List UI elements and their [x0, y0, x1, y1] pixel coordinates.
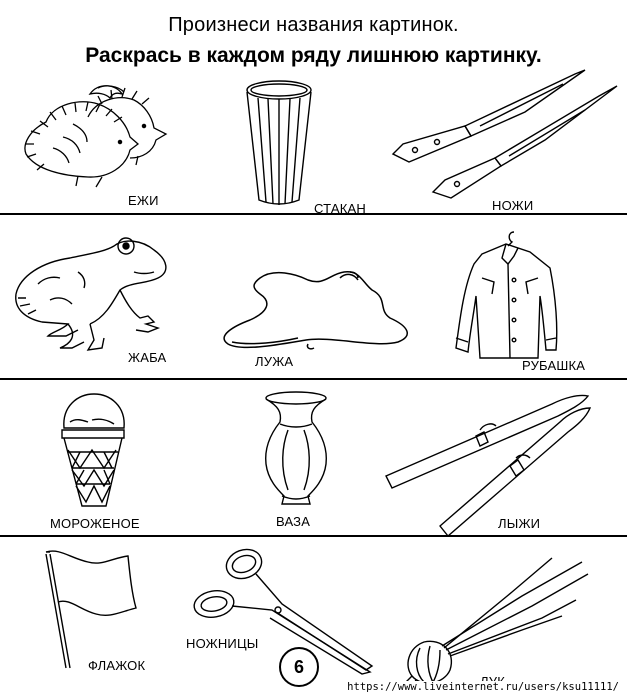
puddle-icon	[212, 264, 417, 354]
flag-icon	[40, 548, 144, 670]
toad-icon	[8, 232, 178, 360]
item-label-shirt: РУБАШКА	[522, 358, 586, 373]
item-label-vase: ВАЗА	[276, 514, 311, 529]
ice-cream-icon	[58, 392, 130, 510]
row-divider-1	[0, 213, 627, 215]
item-label-skis: ЛЫЖИ	[498, 516, 541, 531]
instruction-line-1: Произнеси названия картинок.	[168, 14, 459, 36]
row-divider-3	[0, 535, 627, 537]
glass-icon	[244, 78, 314, 210]
source-url[interactable]: https://www.liveinternet.ru/users/ksu111…	[345, 681, 621, 693]
scissors-icon	[186, 540, 376, 678]
item-label-puddle: ЛУЖА	[255, 354, 294, 369]
item-label-flag: ФЛАЖОК	[88, 658, 146, 673]
hedgehogs-icon	[18, 82, 178, 197]
knives-icon	[385, 66, 625, 214]
skis-icon	[384, 390, 594, 536]
page-number: 6	[279, 647, 319, 687]
item-label-hedgehogs: ЕЖИ	[128, 193, 159, 208]
item-label-glass: СТАКАН	[314, 201, 366, 216]
item-label-ice-cream: МОРОЖЕНОЕ	[50, 516, 140, 531]
item-label-knives: НОЖИ	[492, 198, 534, 213]
row-divider-2	[0, 378, 627, 380]
item-label-scissors: НОЖНИЦЫ	[186, 636, 259, 651]
item-label-toad: ЖАБА	[128, 350, 167, 365]
vase-icon	[258, 390, 334, 510]
instruction-line-2: Раскрась в каждом ряду лишнюю картинку.	[85, 44, 542, 67]
shirt-icon	[452, 228, 562, 366]
